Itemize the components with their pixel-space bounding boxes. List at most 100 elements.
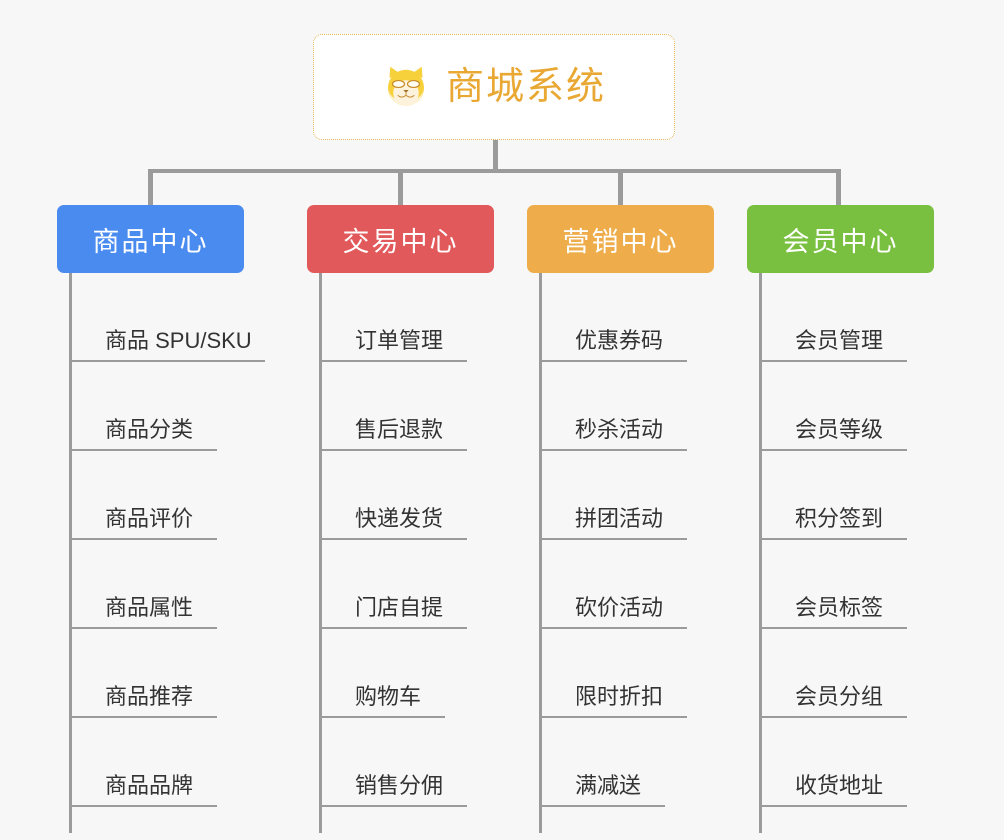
root-node[interactable]: 商城系统 — [313, 34, 675, 140]
list-item-label: 砍价活动 — [575, 595, 664, 620]
list-item-label: 门店自提 — [355, 595, 444, 620]
list-item-rule — [69, 716, 217, 718]
list-item-label: 商品评价 — [105, 506, 194, 531]
connector-spine — [539, 273, 542, 833]
list-item-rule — [759, 627, 907, 629]
list-item-rule — [319, 716, 445, 718]
category-column-member-center: 会员中心 会员管理 会员等级 积分签到 会员标签 会员分组 — [747, 205, 934, 833]
list-item-label: 拼团活动 — [575, 506, 664, 531]
connector-spine — [759, 273, 762, 833]
list-item-label: 售后退款 — [355, 417, 444, 442]
list-item[interactable]: 会员管理 — [747, 273, 934, 362]
list-item-rule — [759, 360, 907, 362]
list-item[interactable]: 会员等级 — [747, 362, 934, 451]
category-items-marketing-center: 优惠券码 秒杀活动 拼团活动 砍价活动 限时折扣 满减送 — [527, 273, 714, 833]
connector-drop-marketing-center — [618, 169, 623, 207]
list-item[interactable]: 售后退款 — [307, 362, 494, 451]
list-item[interactable]: 商品评价 — [57, 451, 244, 540]
category-items-member-center: 会员管理 会员等级 积分签到 会员标签 会员分组 收货地址 — [747, 273, 934, 833]
list-item[interactable]: 商品品牌 — [57, 718, 244, 807]
connector-root-stem — [493, 140, 498, 171]
list-item[interactable]: 快递发货 — [307, 451, 494, 540]
list-item-rule — [759, 538, 907, 540]
list-item[interactable]: 秒杀活动 — [527, 362, 714, 451]
list-item[interactable]: 商品推荐 — [57, 629, 244, 718]
list-item-label: 会员管理 — [795, 328, 884, 353]
list-item-rule — [539, 716, 687, 718]
category-title: 商品中心 — [92, 226, 209, 257]
list-item[interactable]: 会员分组 — [747, 629, 934, 718]
list-item-label: 商品 SPU/SKU — [105, 328, 252, 353]
list-item-label: 会员标签 — [795, 595, 884, 620]
list-item-rule — [319, 538, 467, 540]
connector-horizontal-bus — [150, 169, 840, 173]
category-header-marketing-center[interactable]: 营销中心 — [527, 205, 714, 273]
category-title: 交易中心 — [342, 226, 459, 257]
category-title: 会员中心 — [782, 226, 899, 257]
list-item[interactable]: 商品属性 — [57, 540, 244, 629]
list-item[interactable]: 积分签到 — [747, 451, 934, 540]
list-item-label: 秒杀活动 — [575, 417, 664, 442]
list-item[interactable]: 商品 SPU/SKU — [57, 273, 265, 362]
category-items-product-center: 商品 SPU/SKU 商品分类 商品评价 商品属性 商品推荐 商品品牌 — [57, 273, 265, 833]
list-item-rule — [69, 627, 217, 629]
list-item-rule — [759, 805, 907, 807]
list-item-rule — [319, 627, 467, 629]
list-item-rule — [69, 538, 217, 540]
list-item[interactable]: 限时折扣 — [527, 629, 714, 718]
list-item-label: 快递发货 — [355, 506, 444, 531]
list-item[interactable]: 收货地址 — [747, 718, 934, 807]
category-title: 营销中心 — [562, 226, 679, 257]
list-item-label: 会员等级 — [795, 417, 884, 442]
list-item-label: 收货地址 — [795, 773, 884, 798]
list-item-rule — [759, 449, 907, 451]
list-item-label: 商品品牌 — [105, 773, 194, 798]
shiba-dog-icon — [387, 66, 424, 106]
list-item-rule — [69, 360, 265, 362]
list-item[interactable]: 优惠券码 — [527, 273, 714, 362]
connector-drop-product-center — [148, 169, 153, 207]
list-item-label: 商品推荐 — [105, 684, 194, 709]
list-item-label: 商品属性 — [105, 595, 194, 620]
connector-drop-trade-center — [398, 169, 403, 207]
list-item-label: 销售分佣 — [355, 773, 444, 798]
list-item[interactable]: 满减送 — [527, 718, 714, 807]
category-items-trade-center: 订单管理 售后退款 快递发货 门店自提 购物车 销售分佣 — [307, 273, 494, 833]
list-item-label: 订单管理 — [355, 328, 444, 353]
connector-drop-member-center — [836, 169, 841, 207]
list-item[interactable]: 拼团活动 — [527, 451, 714, 540]
list-item-label: 积分签到 — [795, 506, 884, 531]
connector-spine — [69, 273, 72, 833]
list-item-label: 满减送 — [575, 773, 642, 798]
list-item-rule — [319, 805, 467, 807]
list-item-rule — [539, 449, 687, 451]
category-column-marketing-center: 营销中心 优惠券码 秒杀活动 拼团活动 砍价活动 限时折扣 — [527, 205, 714, 833]
list-item-label: 会员分组 — [795, 684, 884, 709]
list-item[interactable]: 门店自提 — [307, 540, 494, 629]
list-item-rule — [319, 449, 467, 451]
category-header-product-center[interactable]: 商品中心 — [57, 205, 244, 273]
category-column-trade-center: 交易中心 订单管理 售后退款 快递发货 门店自提 购物车 — [307, 205, 494, 833]
list-item-rule — [759, 716, 907, 718]
list-item-rule — [539, 538, 687, 540]
list-item[interactable]: 订单管理 — [307, 273, 494, 362]
category-column-product-center: 商品中心 商品 SPU/SKU 商品分类 商品评价 商品属性 商品推荐 — [57, 205, 265, 833]
category-header-trade-center[interactable]: 交易中心 — [307, 205, 494, 273]
category-header-member-center[interactable]: 会员中心 — [747, 205, 934, 273]
list-item-rule — [69, 449, 217, 451]
list-item-label: 优惠券码 — [575, 328, 664, 353]
connector-spine — [319, 273, 322, 833]
list-item-rule — [69, 805, 217, 807]
list-item[interactable]: 商品分类 — [57, 362, 244, 451]
list-item[interactable]: 砍价活动 — [527, 540, 714, 629]
list-item-rule — [319, 360, 467, 362]
list-item-rule — [539, 805, 665, 807]
list-item[interactable]: 购物车 — [307, 629, 494, 718]
root-title: 商城系统 — [445, 66, 606, 108]
list-item[interactable]: 会员标签 — [747, 540, 934, 629]
list-item[interactable]: 销售分佣 — [307, 718, 494, 807]
list-item-rule — [539, 627, 687, 629]
list-item-label: 购物车 — [355, 684, 422, 709]
list-item-label: 商品分类 — [105, 417, 194, 442]
